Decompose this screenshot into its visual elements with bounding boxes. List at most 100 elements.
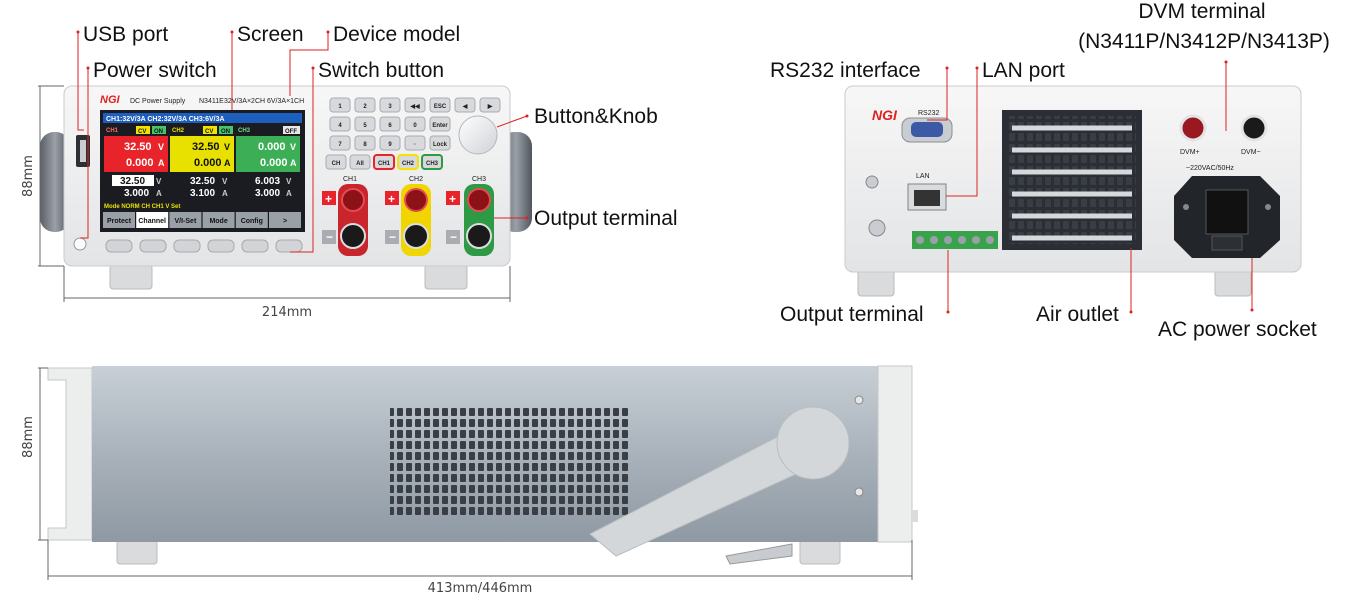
plus-marker-ch3 [446, 191, 460, 205]
front-width-dim: 214mm [262, 305, 312, 320]
key-r3-0[interactable] [329, 135, 351, 151]
key-ch1-label: CH1 [378, 161, 391, 167]
lan-port-slot [914, 190, 940, 206]
key-r1-2[interactable] [379, 97, 401, 113]
key-r1-5[interactable] [454, 97, 476, 113]
ch3-set-a-unit: A [286, 189, 292, 198]
terminal-ch1-negative[interactable] [340, 223, 366, 249]
plus-sign-ch1: + [325, 192, 332, 206]
key-r2-0-label: 4 [338, 123, 342, 129]
terminal-ch2-positive[interactable] [404, 188, 428, 212]
key-r1-3[interactable] [404, 97, 426, 113]
key-r2-4[interactable] [429, 116, 451, 132]
softkey-label: > [283, 218, 287, 225]
soft-button-1[interactable] [105, 239, 133, 253]
left-handle [40, 132, 70, 232]
key-r3-1[interactable] [354, 135, 376, 151]
callout-dvm-terminal: DVM terminal [1138, 0, 1265, 23]
ch2-v-unit: V [224, 142, 230, 152]
key-ch1[interactable] [373, 154, 395, 170]
tilt-stand [725, 543, 793, 565]
ch1-set-current: 3.000 [124, 188, 149, 199]
terminal-ch3-negative[interactable] [466, 223, 492, 249]
key-r3-1-label: 8 [363, 142, 367, 148]
ch2-set-v-unit: V [222, 177, 228, 186]
rotary-knob[interactable] [458, 115, 498, 155]
ch1-set-a-unit: A [156, 189, 162, 198]
softkey-label: Config [241, 218, 263, 225]
soft-button-2[interactable] [139, 239, 167, 253]
key-r3-4[interactable] [429, 135, 451, 151]
ch2-set-current: 3.100 [190, 188, 215, 199]
plus-sign-ch3: + [449, 192, 456, 206]
front-view: NGI DC Power Supply N3411E 32V/3A×2CH 6V… [21, 23, 678, 320]
key-r1-0[interactable] [329, 97, 351, 113]
soft-button-6[interactable] [275, 239, 303, 253]
lan-label: LAN [916, 173, 930, 180]
front-leaders [76, 30, 529, 253]
side-rear-knob [912, 510, 918, 522]
softkey-label: Protect [107, 218, 132, 225]
key-r1-6[interactable] [479, 97, 501, 113]
terminal-ch1-positive[interactable] [341, 188, 365, 212]
key-r1-1[interactable] [354, 97, 376, 113]
key-ch2[interactable] [397, 154, 419, 170]
key-r3-0-label: 7 [338, 142, 342, 148]
dvm-minus-terminal[interactable] [1240, 114, 1268, 142]
ch1-set-voltage: 32.50 [120, 176, 145, 187]
key-r3-2[interactable] [379, 135, 401, 151]
front-foot-right [424, 264, 468, 290]
key-r3-3[interactable] [404, 135, 426, 151]
side-front-bezel [47, 367, 93, 541]
minus-marker-ch1 [322, 230, 336, 244]
ac-voltage-label: ~220VAC/50Hz [1186, 165, 1234, 172]
ch1-set-v-unit: V [156, 177, 162, 186]
side-screw-top [854, 395, 864, 405]
soft-button-5[interactable] [241, 239, 269, 253]
terminal-ch2-negative[interactable] [403, 223, 429, 249]
ch3-set-v-unit: V [286, 177, 292, 186]
key-r1-2-label: 3 [388, 104, 392, 110]
rear-leaders [927, 60, 1254, 314]
ch1-v-unit: V [158, 142, 164, 152]
ch1-tag: CH1 [106, 128, 119, 134]
callout-air-outlet: Air outlet [1036, 303, 1119, 326]
output-terminals-front: CH1 CH2 CH3 + − + − + − [322, 176, 494, 256]
rs232-label: RS232 [918, 110, 940, 117]
dvm-plus-terminal[interactable] [1179, 114, 1207, 142]
key-r2-0[interactable] [329, 116, 351, 132]
key-all[interactable] [349, 154, 371, 170]
key-r2-2[interactable] [379, 116, 401, 132]
front-title: DC Power Supply [130, 98, 186, 105]
key-ch3[interactable] [421, 154, 443, 170]
ch3-state: OFF [285, 129, 297, 135]
soft-button-3[interactable] [173, 239, 201, 253]
screen: CH1:32V/3A CH2:32V/3A CH3:6V/3A CH1 CV O… [100, 110, 305, 232]
softkey---tab [269, 212, 301, 228]
key-r2-1[interactable] [354, 116, 376, 132]
rear-view: NGI RS232 LAN DVM+ DVM− ~220VAC/50Hz [770, 0, 1330, 341]
key-ch3-label: CH3 [426, 161, 439, 167]
key-ch[interactable] [325, 154, 347, 170]
terminal-ch3-positive[interactable] [467, 188, 491, 212]
key-ch2-label: CH2 [402, 161, 415, 167]
terminal-block-screws [916, 236, 994, 244]
screen-status: Mode NORM CH CH1 V Set [104, 204, 180, 210]
callout-output-terminal-rear: Output terminal [780, 303, 924, 326]
callout-switch-button: Switch button [318, 59, 444, 82]
side-handle-hub [776, 406, 850, 480]
key-r1-4[interactable] [429, 97, 451, 113]
ch2-mode: CV [205, 129, 213, 135]
soft-button-4[interactable] [207, 239, 235, 253]
key-r1-4-label: ESC [434, 104, 447, 110]
key-r2-3-label: 0 [413, 123, 417, 129]
rear-screw-top [865, 175, 879, 189]
rear-output-terminal-block[interactable] [912, 231, 998, 249]
power-switch[interactable] [73, 237, 87, 251]
callout-dvm-models: (N3411P/N3412P/N3413P) [1078, 30, 1330, 53]
key-r2-3[interactable] [404, 116, 426, 132]
ground-post [868, 219, 886, 237]
ac-screw-right [1265, 204, 1271, 210]
ch2-voltage: 32.50 [192, 141, 220, 153]
